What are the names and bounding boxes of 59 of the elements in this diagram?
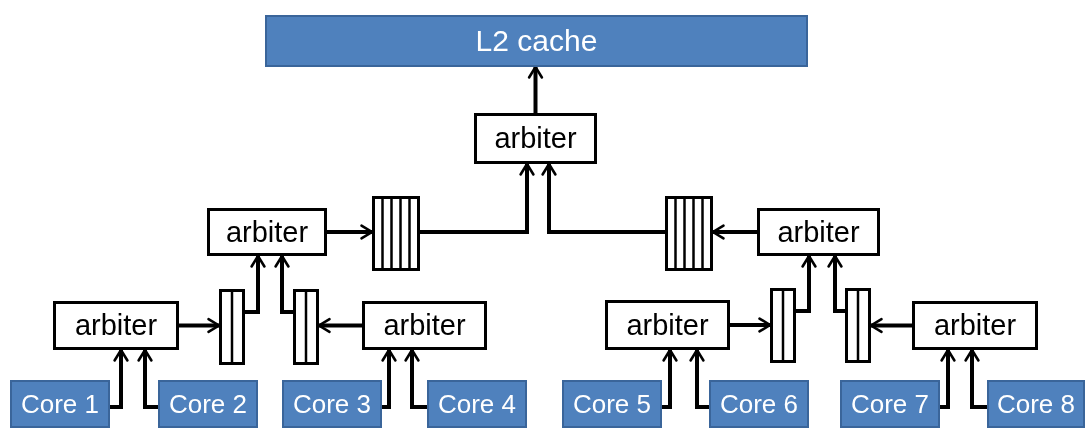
arbiter-box [605,300,730,350]
arrow [381,348,397,409]
arrow [796,254,817,313]
node-label: arbiter [225,217,309,247]
core-box [840,380,940,428]
core-box [10,380,110,428]
arrow [404,348,427,409]
arrow [179,317,221,334]
core-box [987,380,1085,428]
arrow [137,348,158,409]
node-label: arbiter [74,311,158,340]
arbiter-box [757,208,880,256]
node-label: arbiter [383,311,466,340]
arrow [730,317,772,333]
cache-box [265,15,808,67]
queue-buffer [293,289,319,365]
arrow [689,348,709,409]
node-label: Core 3 [292,391,371,417]
arrow [245,254,266,314]
core-box [562,380,662,428]
arrow [420,162,535,234]
arbiter-box [53,301,179,350]
arrow [964,348,987,409]
arrow [274,254,293,314]
queue-buffer [770,288,796,363]
arrow [110,348,129,409]
arbiter-box [912,301,1038,350]
queue-buffer [665,196,713,271]
node-label: Core 1 [20,391,99,417]
arrow [711,224,757,240]
core-box [709,380,809,428]
node-label: Core 6 [719,391,798,417]
node-label: Core 5 [572,391,651,417]
queue-buffer [219,289,245,365]
node-label: arbiter [494,124,577,153]
node-label: arbiter [777,217,860,247]
arrow [327,224,374,240]
core-box [282,380,382,428]
arbiter-box [207,208,327,256]
queue-buffer [845,288,871,363]
arrow [527,65,544,113]
arbiter-box [362,301,487,350]
arrow [662,348,678,409]
node-label: Core 8 [996,391,1075,417]
queue-buffer [372,196,420,271]
node-label: Core 7 [850,391,929,417]
arrow [940,348,956,409]
core-box [158,380,258,428]
node-label: arbiter [933,311,1017,340]
node-label: arbiter [626,310,709,340]
core-box [427,380,527,428]
node-label: Core 4 [437,391,516,417]
arrow [541,162,665,234]
node-label: L2 cache [475,26,598,56]
arrow [869,317,912,334]
arbiter-box [474,113,597,164]
arrow [827,254,845,313]
node-label: Core 2 [168,391,247,417]
arrow [317,317,362,334]
